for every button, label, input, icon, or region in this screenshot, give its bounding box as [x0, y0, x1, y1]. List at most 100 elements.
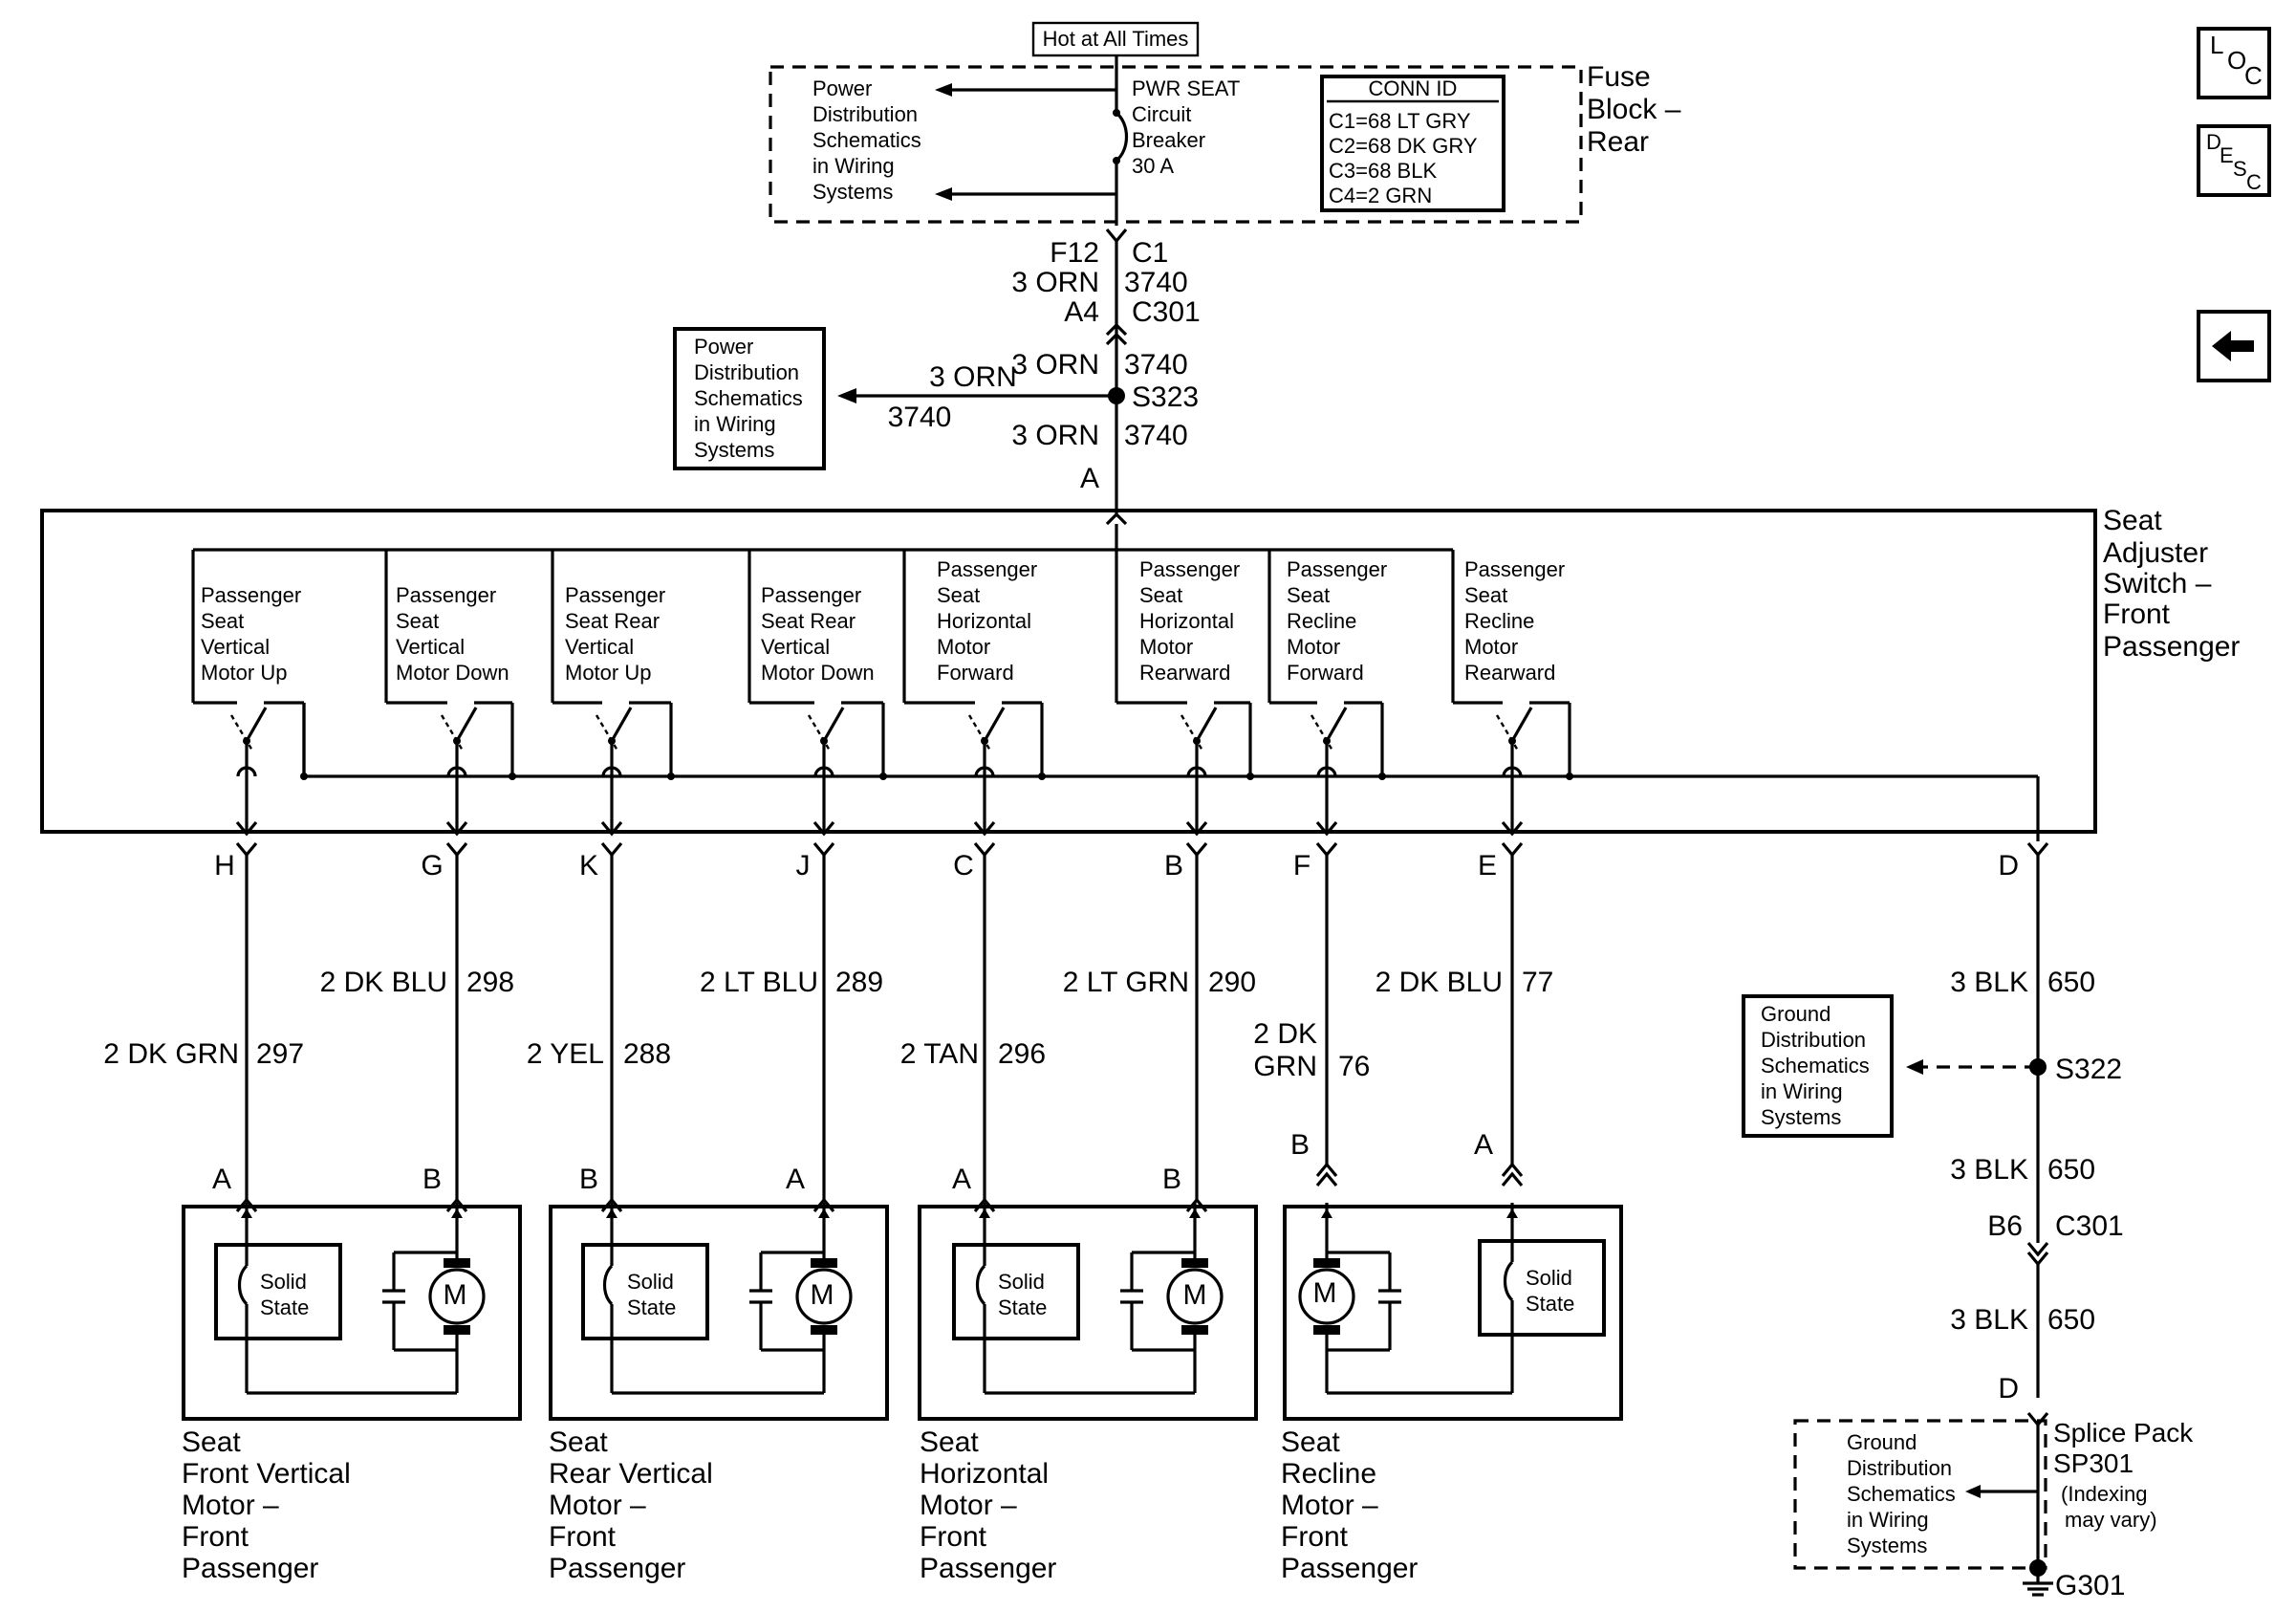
feed-wire2-color: 3 ORN	[1011, 349, 1099, 381]
breaker-label-1: PWR SEAT	[1132, 76, 1240, 100]
branch-ref-2: Distribution	[694, 360, 799, 384]
svg-text:Recline: Recline	[1287, 609, 1356, 633]
motor-icon	[1166, 1268, 1224, 1325]
switch-2-contact	[384, 550, 516, 837]
switch-8-label: Passenger Seat Recline Motor Rearward	[1464, 557, 1565, 685]
svg-text:Motor Up: Motor Up	[565, 661, 651, 685]
svg-text:Passenger: Passenger	[1287, 557, 1387, 581]
svg-text:Seat: Seat	[1281, 1426, 1340, 1458]
svg-text:297: 297	[256, 1038, 304, 1070]
svg-text:Front: Front	[182, 1521, 249, 1553]
hot-at-all-times-box: Hot at All Times	[1031, 21, 1200, 57]
svg-text:Rearward: Rearward	[1139, 661, 1230, 685]
ground-wire3-circuit: 650	[2047, 1304, 2095, 1336]
svg-text:Horizontal: Horizontal	[1139, 609, 1234, 633]
branch-ref-1: Power	[694, 335, 753, 359]
splice-pack-note-2: may vary)	[2065, 1508, 2157, 1532]
svg-text:77: 77	[1522, 967, 1553, 998]
output-wire-3	[600, 841, 623, 1213]
branch-ref-3: Schematics	[694, 386, 803, 410]
sp301-pin: D	[1998, 1373, 2019, 1404]
svg-text:76: 76	[1338, 1051, 1370, 1082]
svg-text:D: D	[2206, 130, 2221, 154]
solid-state-module	[1478, 1239, 1606, 1337]
svg-text:C: C	[953, 850, 974, 882]
output-wire-4	[812, 841, 835, 1213]
svg-text:B: B	[422, 1164, 442, 1195]
conn-id-row-2: C2=68 DK GRY	[1329, 134, 1478, 158]
svg-text:Passenger: Passenger	[396, 583, 496, 607]
fuse-ref-4: in Wiring	[812, 154, 895, 178]
svg-text:2 LT BLU: 2 LT BLU	[700, 967, 818, 998]
ground-c301-pin: B6	[1987, 1210, 2023, 1242]
seat-adjuster-switch: Seat Adjuster Switch – Front Passenger P…	[40, 505, 2240, 841]
motor-1	[182, 1203, 522, 1421]
sp-ref-2: Distribution	[1847, 1456, 1952, 1480]
svg-text:B: B	[1164, 850, 1183, 882]
svg-text:State: State	[260, 1295, 309, 1319]
motor-2-title: Seat Rear Vertical Motor – Front Passeng…	[549, 1426, 713, 1584]
svg-text:Rearward: Rearward	[1464, 661, 1555, 685]
ground-g301-label: G301	[2055, 1570, 2125, 1601]
solid-state-module	[214, 1243, 342, 1340]
svg-text:Motor –: Motor –	[920, 1490, 1017, 1521]
branch-ref-4: in Wiring	[694, 412, 776, 436]
svg-text:J: J	[796, 850, 811, 882]
output-wire-labels: 2 DK GRN 297 2 DK BLU 298 2 YEL 288 2 LT…	[103, 967, 1553, 1082]
output-wire-1	[235, 841, 258, 1213]
motor-2	[549, 1203, 889, 1421]
svg-text:Seat: Seat	[1464, 583, 1507, 607]
svg-text:Motor: Motor	[937, 635, 990, 659]
svg-text:Motor Down: Motor Down	[396, 661, 509, 685]
svg-text:288: 288	[623, 1038, 671, 1070]
svg-text:Passenger: Passenger	[937, 557, 1037, 581]
back-button[interactable]	[2197, 310, 2271, 382]
svg-text:Forward: Forward	[1287, 661, 1364, 685]
svg-text:O: O	[2227, 46, 2246, 75]
svg-text:2 DK BLU: 2 DK BLU	[1375, 967, 1503, 998]
switch-6-label: Passenger Seat Horizontal Motor Rearward	[1139, 557, 1240, 685]
solid-state-labels: Solid State Solid State Solid State Soli…	[260, 1266, 1574, 1319]
svg-text:Motor Up: Motor Up	[201, 661, 287, 685]
switch-7-label: Passenger Seat Recline Motor Forward	[1287, 557, 1387, 685]
svg-text:Front: Front	[549, 1521, 617, 1553]
svg-text:A: A	[786, 1164, 805, 1195]
svg-text:G: G	[421, 850, 443, 882]
svg-text:A: A	[212, 1164, 231, 1195]
svg-text:Seat: Seat	[937, 583, 980, 607]
fuse-ref-5: Systems	[812, 180, 893, 204]
svg-text:2 TAN: 2 TAN	[900, 1038, 979, 1070]
back-arrow-icon	[2212, 331, 2254, 361]
motor-1-title: Seat Front Vertical Motor – Front Passen…	[182, 1426, 351, 1584]
switch-5-label: Passenger Seat Horizontal Motor Forward	[937, 557, 1037, 685]
switch-4-contact	[747, 550, 887, 837]
ground-circuit: D 3 BLK 650 S322 Ground Distribution Sch…	[1742, 841, 2194, 1601]
svg-text:State: State	[1526, 1292, 1574, 1316]
svg-text:F: F	[1293, 850, 1310, 882]
svg-text:Seat: Seat	[182, 1426, 241, 1458]
svg-text:Passenger: Passenger	[565, 583, 665, 607]
svg-text:Front: Front	[1281, 1521, 1349, 1553]
svg-text:E: E	[2220, 143, 2234, 167]
motor-pin-labels: A B B A A B B A	[212, 1129, 1493, 1195]
svg-text:Passenger: Passenger	[549, 1553, 685, 1584]
svg-text:Seat: Seat	[549, 1426, 608, 1458]
svg-text:C: C	[2246, 170, 2262, 194]
s322-ref-5: Systems	[1761, 1105, 1841, 1129]
ground-wire3-color: 3 BLK	[1950, 1304, 2028, 1336]
output-wires: H G K J C B F E 2 DK GRN 297 2 DK BLU 29…	[103, 841, 1553, 1213]
motor-icon	[428, 1268, 486, 1325]
c301-conn-label: C301	[1132, 296, 1201, 328]
output-wire-7	[1315, 841, 1338, 1187]
svg-text:State: State	[998, 1295, 1047, 1319]
desc-button[interactable]: D E S C	[2197, 124, 2271, 197]
loc-button[interactable]: L O C	[2197, 27, 2271, 99]
fuse-block-title-2: Block –	[1587, 94, 1681, 125]
hot-label: Hot at All Times	[1043, 27, 1189, 51]
svg-text:Seat: Seat	[396, 609, 439, 633]
breaker-label-2: Circuit	[1132, 102, 1191, 126]
svg-text:Seat: Seat	[1139, 583, 1182, 607]
svg-text:2 DK GRN: 2 DK GRN	[103, 1038, 239, 1070]
sp-ref-4: in Wiring	[1847, 1508, 1929, 1532]
